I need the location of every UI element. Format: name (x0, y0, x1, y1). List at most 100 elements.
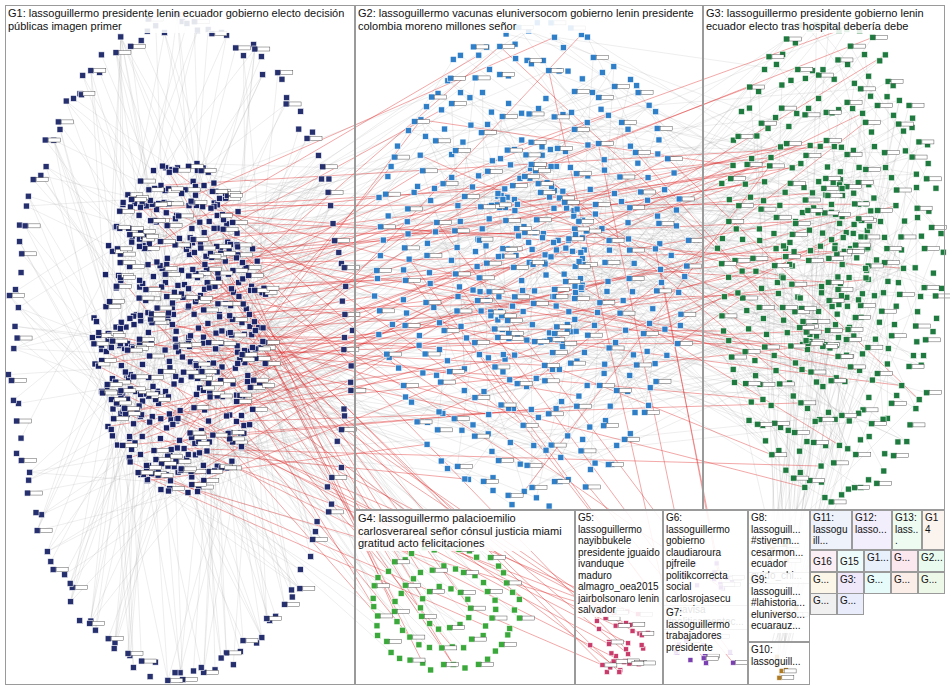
vertex (186, 273, 192, 279)
vertex-label-box (109, 305, 121, 309)
gray-edge (71, 314, 151, 601)
vertex (173, 373, 179, 379)
vertex (188, 333, 194, 339)
vertex (227, 313, 233, 319)
vertex (143, 287, 149, 293)
vertex (217, 195, 223, 201)
vertex (601, 370, 607, 376)
vertex (342, 311, 348, 317)
gray-edge (91, 375, 127, 621)
vertex (120, 199, 126, 205)
vertex-label-box (112, 300, 124, 304)
vertex (93, 319, 99, 325)
vertex-label-box (136, 375, 148, 379)
vertex-label-box (147, 392, 159, 396)
vertex (190, 668, 196, 674)
vertex (528, 139, 534, 145)
gray-edge (561, 343, 616, 458)
vertex (504, 147, 510, 153)
vertex-label-box (124, 389, 136, 393)
vertex (130, 374, 136, 380)
vertex-label-box (246, 639, 258, 643)
vertex (595, 310, 601, 316)
vertex (197, 219, 203, 225)
vertex-label-box (143, 179, 155, 183)
vertex (252, 46, 258, 52)
vertex-label-box (198, 441, 210, 445)
red-edge (527, 122, 866, 386)
vertex (120, 442, 126, 448)
vertex-label-box (159, 398, 171, 402)
vertex-label-box (172, 202, 184, 206)
vertex (136, 336, 142, 342)
vertex (308, 554, 314, 560)
vertex-label-box (267, 286, 279, 290)
vertex-label-box (147, 247, 159, 251)
vertex (559, 399, 565, 405)
vertex (228, 286, 234, 292)
vertex (206, 218, 212, 224)
vertex-label-box (337, 239, 349, 243)
vertex-label-box (204, 169, 216, 173)
gray-edge (786, 169, 865, 560)
vertex-label-box (347, 348, 359, 352)
vertex (464, 335, 470, 341)
vertex-label-box (36, 178, 48, 182)
vertex-label-box (207, 308, 219, 312)
gray-edge (814, 221, 905, 442)
gray-edge (15, 290, 198, 487)
vertex (67, 580, 73, 586)
vertex (200, 204, 206, 210)
gray-edge (819, 75, 941, 234)
vertex (77, 618, 83, 624)
vertex (139, 433, 145, 439)
vertex (240, 638, 246, 644)
gray-edge (120, 86, 614, 277)
vertex-label-box (179, 168, 191, 172)
vertex-label-box (259, 356, 271, 360)
gray-edge (121, 37, 172, 308)
vertex-label-box (123, 261, 135, 265)
vertex (201, 183, 207, 189)
vertex-label-box (221, 302, 233, 306)
vertex (162, 271, 168, 277)
vertex-label-box (94, 69, 106, 73)
gray-edge (826, 339, 876, 446)
vertex (164, 223, 170, 229)
vertex (297, 567, 303, 573)
vertex (157, 436, 163, 442)
vertex (14, 335, 20, 341)
vertex (252, 287, 258, 293)
vertex-label-box (235, 333, 247, 337)
vertex-label-box (258, 347, 270, 351)
red-edge (529, 262, 828, 282)
vertex (554, 145, 560, 151)
vertex-label-box (97, 342, 109, 346)
red-edge (192, 55, 885, 476)
gray-edge (527, 282, 777, 465)
vertex (12, 323, 18, 329)
vertex-label-box (219, 244, 231, 248)
gray-edge (134, 33, 165, 198)
vertex (8, 378, 14, 384)
vertex (233, 418, 239, 424)
gray-edge (236, 258, 291, 590)
vertex-label-box (193, 431, 205, 435)
gray-edge (71, 433, 230, 602)
vertex (326, 176, 332, 182)
red-edge (144, 394, 609, 644)
vertex (148, 311, 154, 317)
vertex-label-box (14, 379, 26, 383)
vertex (514, 381, 520, 387)
gray-edge (575, 266, 921, 365)
gray-edge (9, 171, 201, 296)
red-edge (678, 298, 743, 344)
red-edge (95, 279, 868, 364)
gray-edge (773, 172, 840, 552)
vertex (154, 259, 160, 265)
vertex (602, 361, 608, 367)
vertex-label-box (128, 412, 140, 416)
vertex-label-box (270, 616, 282, 620)
red-edge (120, 277, 410, 637)
vertex (165, 488, 171, 494)
